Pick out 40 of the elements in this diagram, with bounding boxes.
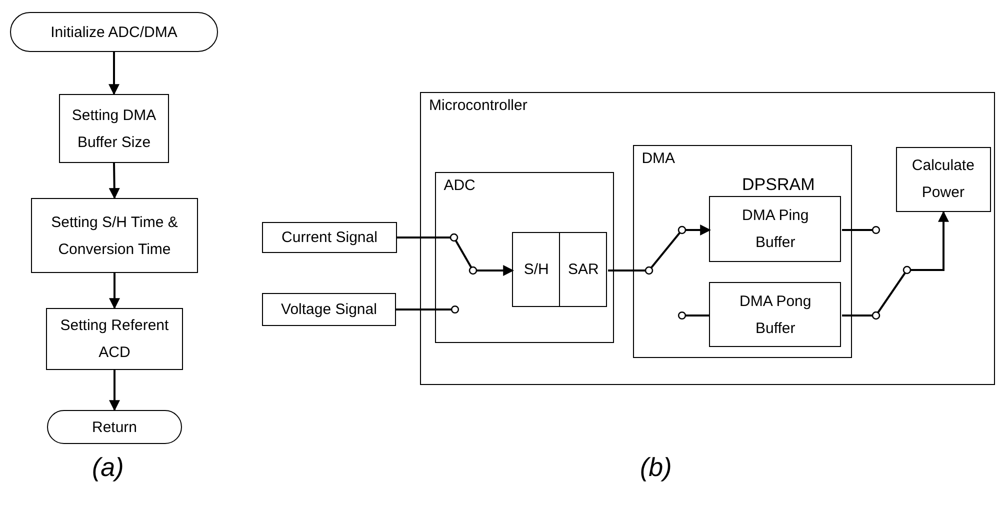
process-box bbox=[559, 232, 608, 308]
process-box bbox=[896, 146, 991, 212]
box-label: SAR bbox=[568, 260, 599, 280]
block-heading: ADC bbox=[444, 176, 476, 195]
process-box bbox=[512, 232, 560, 308]
process-box bbox=[709, 196, 842, 262]
box-label: Initialize ADC/DMA bbox=[50, 22, 178, 42]
section-label: DPSRAM bbox=[742, 175, 815, 195]
box-label: Voltage Signal bbox=[281, 300, 377, 320]
figure-caption: (a) bbox=[92, 452, 124, 483]
box-label: S/H bbox=[524, 260, 549, 280]
box-label: Setting Referent ACD bbox=[59, 316, 170, 363]
box-label: Current Signal bbox=[282, 228, 378, 248]
container-box bbox=[632, 144, 852, 358]
terminal-shape bbox=[10, 12, 218, 52]
block-heading: Microcontroller bbox=[429, 97, 528, 115]
block-heading: DMA bbox=[642, 150, 676, 168]
box-label: DMA Ping Buffer bbox=[741, 206, 810, 254]
container-box bbox=[434, 172, 614, 343]
terminal-shape bbox=[47, 410, 182, 444]
process-box bbox=[59, 94, 169, 163]
figure-caption: (b) bbox=[640, 452, 672, 483]
arrow bbox=[109, 273, 120, 310]
box-label: Return bbox=[92, 418, 138, 438]
process-box bbox=[262, 293, 396, 326]
arrow bbox=[397, 236, 514, 276]
container-box bbox=[420, 92, 995, 385]
box-label: Setting S/H Time & Conversion Time bbox=[50, 212, 179, 260]
arrow bbox=[108, 162, 120, 200]
arrow bbox=[842, 210, 949, 316]
process-box bbox=[31, 198, 198, 273]
arrow bbox=[108, 52, 120, 96]
box-label: DMA Pong Buffer bbox=[738, 292, 812, 339]
process-box bbox=[46, 308, 183, 370]
process-box bbox=[709, 282, 842, 348]
arrow bbox=[608, 224, 712, 272]
box-label: Setting DMA Buffer Size bbox=[70, 106, 158, 152]
box-label: Calculate Power bbox=[910, 156, 976, 204]
process-box bbox=[262, 222, 397, 253]
arrow bbox=[109, 370, 120, 412]
